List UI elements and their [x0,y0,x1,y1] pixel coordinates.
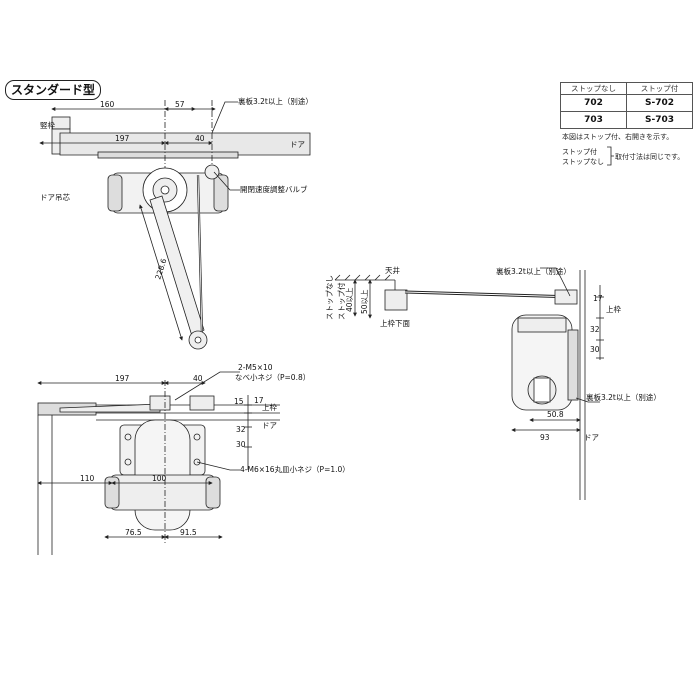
body-cap-left [107,174,123,212]
front-dim-197: 197 [115,374,130,383]
model-703: 703 [560,111,627,129]
front-arm-joint [149,395,171,411]
pinion-hub [160,185,170,195]
side-top-frame-label: 上枠 [606,304,621,314]
side-view [334,267,604,500]
frame-label: 竪枠 [40,120,55,130]
model-s703: S-703 [626,111,693,129]
front-top-frame-label: 上枠 [262,402,277,412]
front-dim-76-5: 76.5 [125,528,142,537]
side-stop-yes-label: ストップ付 [336,282,346,320]
screw1-label: 2-M5×10 [238,363,273,372]
dim-57: 57 [175,100,185,109]
note-brace [607,146,614,166]
screw-hole-tl [124,433,132,441]
ceiling-hatch [334,274,391,281]
front-view [37,371,280,555]
note-stop-off: ストップなし [562,158,604,166]
front-dim-110: 110 [80,474,95,483]
screw1b-label: なべ小ネジ（P=0.8） [235,373,310,382]
ceiling-label: 天井 [385,265,400,275]
screw-hole-tr [193,433,201,441]
link-arm-inner [197,174,203,336]
dim-228-6: 228.6 [153,257,168,280]
front-dim-100: 100 [152,474,167,483]
door-label-top: ドア [290,140,305,149]
mount-plate [97,151,239,159]
side-arm-head [554,289,578,305]
backplate-label: 裏板3.2t以上（別途） [238,96,313,106]
screw-hole-bl [124,458,132,466]
page-title: スタンダード型 [5,80,102,100]
dim-197: 197 [115,134,130,143]
side-frame-bottom-label: 上枠下面 [380,318,410,328]
leader-screw1 [174,371,240,401]
valve-label: 開閉速度調整バルブ [240,184,308,194]
side-dim-40up: 40以上 [345,287,354,312]
side-dim-93: 93 [540,433,550,442]
side-leader-top [540,267,571,297]
leader-valve [213,171,240,191]
side-leader-bottom [575,397,600,403]
screw-hole-br [193,458,201,466]
note-stop-on: ストップ付 [562,148,597,156]
side-dim-32: 32 [590,325,600,334]
model-table: ストップなし ストップ付 702 S-702 703 S-703 [560,82,693,129]
side-stop-none-label: ストップなし [325,275,334,320]
side-dim-50-8: 50.8 [547,410,564,419]
front-dim-15: 15 [234,397,244,406]
front-cap-left [104,476,120,509]
valve-knob [204,164,220,180]
note-right-open: 本図はストップ付、右開きを示す。 [562,133,674,141]
side-cylinder-cap [533,377,551,403]
side-body-top [517,317,567,333]
dim-160: 160 [100,100,115,109]
front-dim-32: 32 [236,425,246,434]
front-arm [59,403,161,413]
front-dim-30: 30 [236,440,246,449]
side-arm-bracket [384,289,408,311]
front-cap-right [205,476,221,509]
side-mount-plate [567,329,579,401]
side-backplate-bottom-label: 裏板3.2t以上（別途） [586,392,661,402]
side-dim-30: 30 [590,345,600,354]
arm-bracket-pin [194,336,202,344]
top-view [39,100,311,350]
front-dim-91-5: 91.5 [180,528,197,537]
front-dim-40: 40 [193,374,203,383]
note-mount-same: 取付寸法は同じです。 [615,153,685,161]
dim-line-228 [139,204,183,341]
screw2-label: 4-M6×16丸皿小ネジ（P=1.0） [240,464,350,474]
side-backplate-top-label: 裏板3.2t以上（別途） [496,266,571,276]
front-dim-17: 17 [254,396,264,405]
leader-screw2 [196,461,240,471]
side-dim-17: 17 [593,294,603,303]
leader-backplate [211,101,238,134]
side-dim-50up: 50以上 [360,289,369,314]
dim-40: 40 [195,134,205,143]
front-door-label: ドア [262,421,277,430]
front-bracket [189,395,215,411]
side-arm-inner [404,291,576,298]
side-door-label: ドア [584,433,599,442]
door-center-label: ドア吊芯 [40,192,70,202]
